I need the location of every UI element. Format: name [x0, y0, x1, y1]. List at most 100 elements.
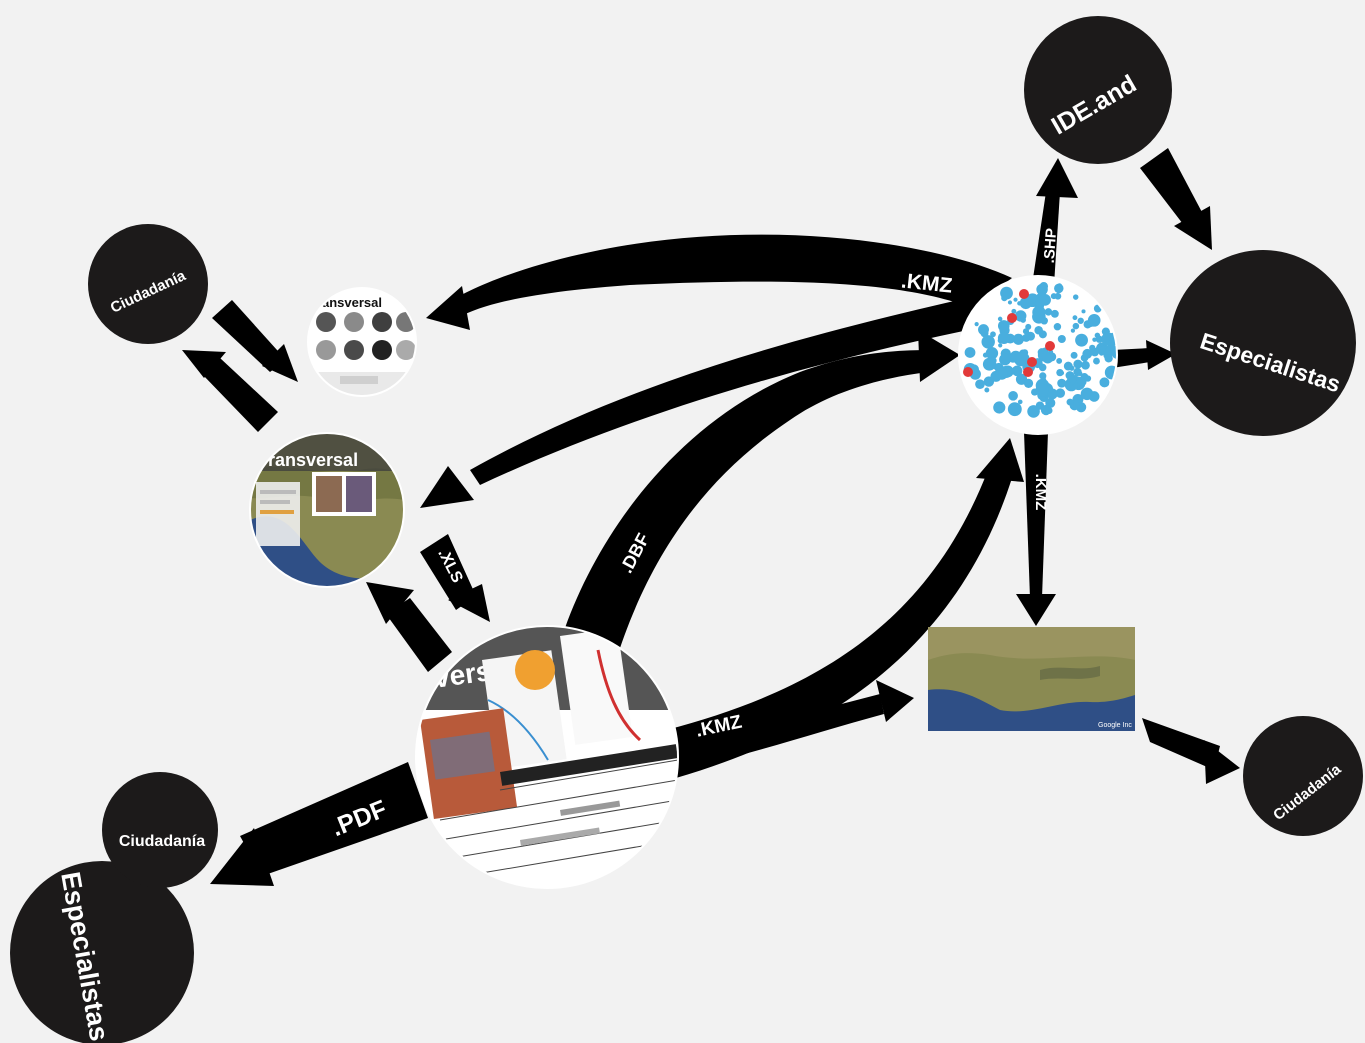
satellite-credit: Google Inc [1098, 722, 1132, 729]
map-point [1104, 354, 1113, 363]
map-point [1038, 330, 1047, 339]
map-point [984, 387, 990, 393]
arrow-dbf [565, 350, 930, 648]
arrow-ciudadania-to-web-top [212, 300, 286, 372]
arrowhead-dbf [918, 330, 960, 382]
arrow-sheet-to-web-map [386, 598, 452, 672]
label-shp: .SHP [1041, 228, 1060, 264]
node-ide-and: IDE.and [1024, 16, 1172, 164]
map-point [999, 353, 1011, 366]
node-ciudadania-bl: Ciudadanía [102, 772, 218, 888]
map-point [1011, 365, 1023, 377]
map-point [998, 343, 1003, 348]
arrowhead-sheet-to-web-map [366, 582, 414, 624]
map-point [1092, 337, 1097, 342]
map-point [1041, 352, 1054, 364]
map-point [1007, 300, 1013, 305]
map-point [1069, 365, 1075, 371]
map-point [1093, 357, 1100, 365]
arrowhead-points-to-especialistas [1146, 340, 1176, 370]
map-point [978, 324, 989, 336]
map-point [1056, 283, 1063, 289]
map-point [1022, 328, 1030, 335]
map-highlight [1045, 341, 1055, 351]
label-kmz-top: .KMZ [900, 269, 954, 297]
map-point [1040, 317, 1048, 325]
map-point [1070, 328, 1076, 333]
map-point [1101, 332, 1115, 346]
node-web-top: ansversal [307, 287, 417, 397]
map-point [1057, 334, 1066, 344]
arrowhead-xls [448, 584, 490, 622]
node-ciudadania-bl-label: Ciudadanía [119, 833, 205, 850]
arrowhead-web-map-to-ciudadania [182, 350, 226, 378]
map-point [1015, 310, 1027, 322]
map-point [1011, 308, 1017, 314]
map-highlight [1023, 367, 1033, 377]
map-point [1047, 391, 1053, 397]
map-point [1013, 297, 1018, 302]
map-point [1075, 333, 1088, 347]
arrow-pdf [240, 762, 428, 876]
arrow-kmz-bottom [676, 694, 884, 770]
map-point [1039, 294, 1051, 306]
map-point [971, 365, 977, 371]
map-point [981, 335, 995, 349]
node-satellite-map: Google Inc [928, 627, 1135, 731]
map-point [1066, 398, 1074, 406]
map-point [1056, 357, 1063, 364]
map-point [1072, 294, 1079, 300]
web-top-logo: ansversal [322, 295, 382, 310]
arrow-web-map-to-ciudadania [202, 358, 278, 432]
map-point [1045, 397, 1056, 408]
node-ciudadania-r: Ciudadanía [1243, 716, 1363, 836]
arrowhead-ciudadania-to-web-top [262, 344, 298, 382]
map-point [1008, 390, 1018, 401]
map-point [1077, 317, 1084, 324]
arrowhead-points-to-web-map [420, 466, 474, 508]
map-point [1015, 352, 1030, 366]
map-point [986, 348, 997, 358]
map-point [1040, 377, 1047, 383]
map-point [1065, 381, 1073, 389]
map-point [1036, 283, 1048, 296]
map-point [990, 331, 996, 338]
map-point [1070, 351, 1078, 359]
map-highlight [963, 367, 973, 377]
arrowhead-satellite-to-ciudadania [1204, 740, 1240, 784]
arrowhead-shp [1036, 158, 1078, 198]
node-especialistas-r: Especialistas [1170, 250, 1356, 436]
map-point [1108, 335, 1116, 343]
arrow-satellite-to-ciudadania [1142, 718, 1220, 770]
map-point [1081, 360, 1090, 370]
arrowhead-sheet-to-points [976, 438, 1024, 482]
arrowhead-kmz-to-web-top [426, 286, 470, 330]
map-point [1044, 308, 1053, 316]
map-point [1073, 359, 1083, 369]
map-point [995, 367, 1008, 380]
map-point [1033, 311, 1038, 316]
map-point [997, 316, 1003, 322]
map-point [1012, 333, 1024, 345]
map-point [1072, 315, 1078, 321]
map-point [1057, 378, 1067, 388]
map-point [1081, 309, 1086, 314]
map-point [1080, 387, 1094, 401]
map-point [1000, 286, 1013, 300]
map-point [1019, 296, 1032, 310]
web-top-thumbnails [316, 312, 416, 360]
map-point [1017, 301, 1022, 306]
map-point [1050, 309, 1059, 318]
label-kmz-right: .KMZ [1032, 474, 1049, 511]
node-spreadsheet: sversal [415, 625, 679, 889]
map-point [1084, 376, 1089, 381]
map-point [1050, 293, 1057, 300]
map-highlight [1027, 357, 1037, 367]
node-points-map [958, 275, 1118, 435]
arrow-xls [420, 534, 476, 610]
map-point [975, 379, 985, 390]
map-point [988, 356, 997, 365]
map-point [1102, 380, 1110, 387]
map-point [1035, 383, 1049, 397]
